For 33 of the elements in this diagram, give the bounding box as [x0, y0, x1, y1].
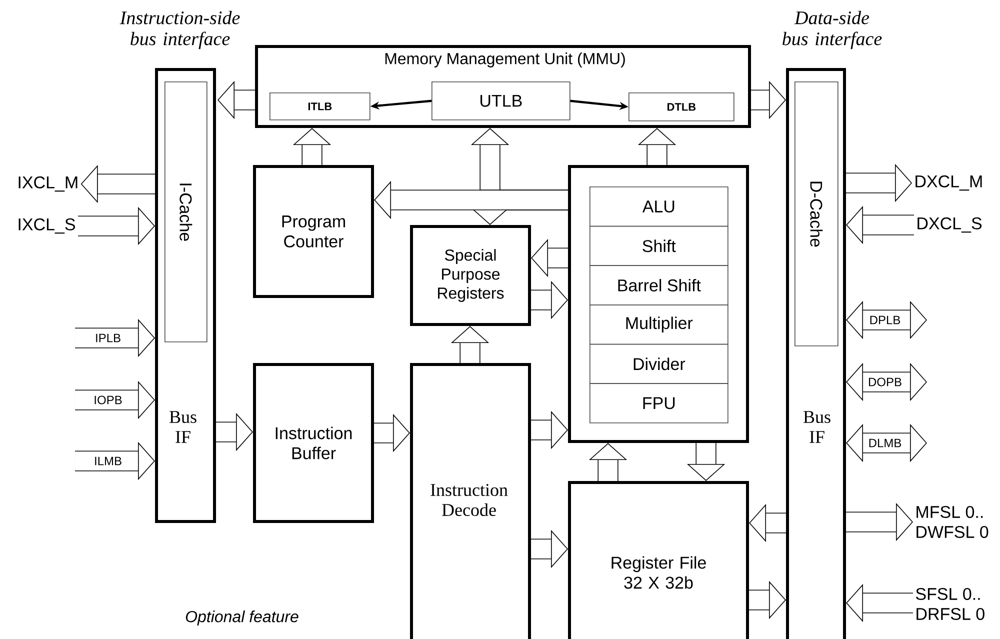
- process-box: Special Purpose Registers: [410, 225, 531, 326]
- signal-label: IXCL_S: [18, 218, 75, 234]
- tlb-box: DTLB: [628, 92, 734, 122]
- block-arrow: [846, 362, 927, 402]
- tlb-box: UTLB: [432, 82, 570, 120]
- cache-box: I-Cache: [164, 82, 208, 342]
- process-box: Instruction Buffer: [253, 363, 374, 523]
- signal-label: DXCL_M: [916, 175, 982, 191]
- edge-label: DOPB: [867, 376, 903, 388]
- process-box: Register File 32 X 32b: [568, 481, 749, 639]
- cache-box: D-Cache: [794, 82, 838, 346]
- function-cell: ALU: [590, 186, 728, 227]
- tlb-box: ITLB: [270, 92, 370, 120]
- function-cell: Shift: [590, 226, 728, 266]
- signal-label: DXCL_S: [918, 217, 982, 233]
- signal-label: IXCL_M: [18, 176, 78, 192]
- execution-unit-box: [568, 165, 749, 443]
- edge-label: ILMB: [93, 456, 124, 466]
- process-box: Instruction Decode: [410, 363, 531, 639]
- heading: Data-side bus interface: [782, 10, 882, 50]
- process-box: Program Counter: [253, 165, 374, 298]
- function-cell: FPU: [590, 383, 728, 424]
- function-cell: Multiplier: [590, 304, 728, 345]
- block-arrow: [846, 300, 927, 340]
- function-cell: Barrel Shift: [590, 265, 728, 306]
- signal-label: SFSL 0.. DRFSL 0: [916, 588, 984, 620]
- edge-label: IPLB: [94, 332, 122, 344]
- edge-label: IOPB: [92, 394, 124, 406]
- block-arrow: [846, 424, 927, 462]
- heading: Instruction-side bus interface: [120, 10, 240, 50]
- function-cell: Divider: [590, 344, 728, 384]
- note: Optional feature: [186, 610, 298, 626]
- signal-label: MFSL 0.. DWFSL 0: [916, 506, 988, 538]
